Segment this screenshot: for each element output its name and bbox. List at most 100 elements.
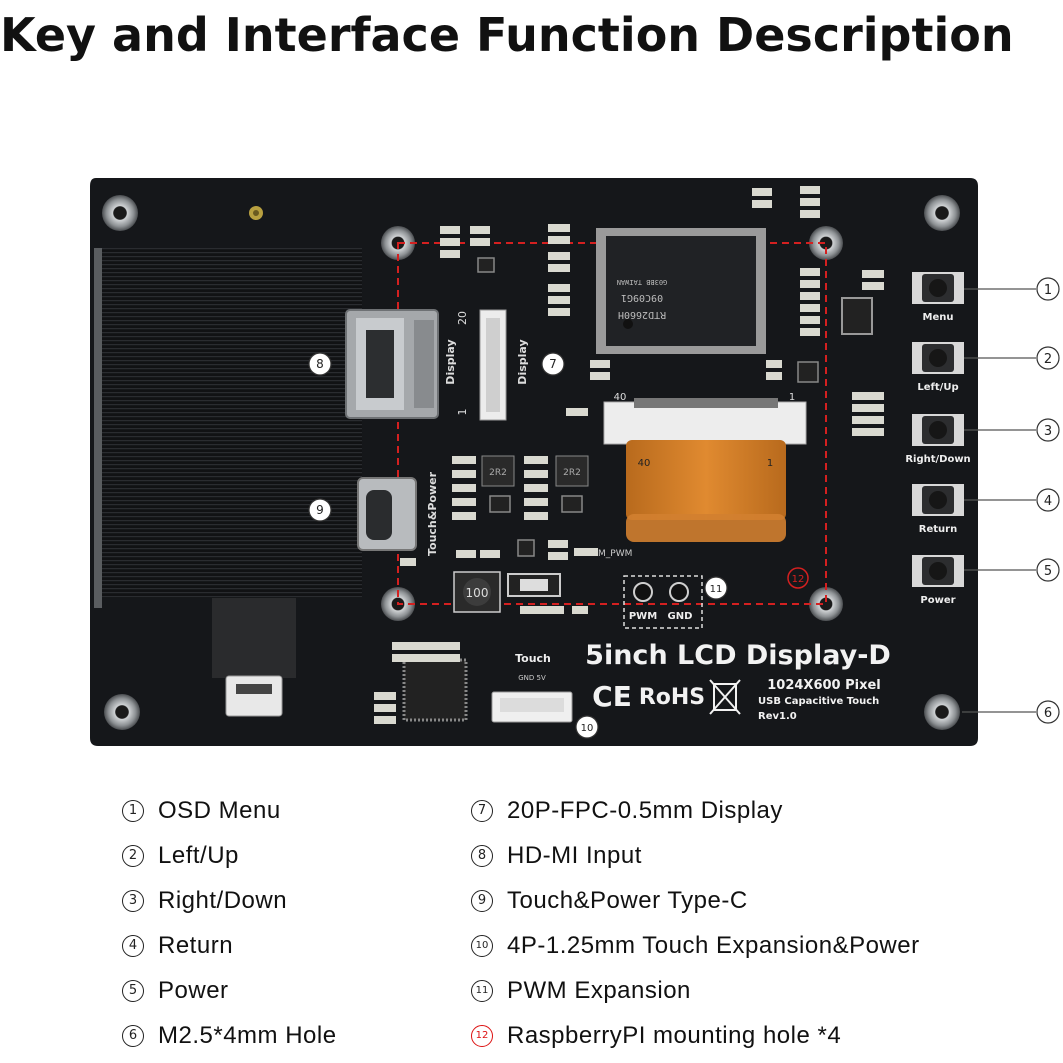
legend-text-4: Return <box>158 932 234 959</box>
legend-text-5: Power <box>158 977 229 1004</box>
legend-num-1: 1 <box>122 800 144 822</box>
legend-num-4: 4 <box>122 935 144 957</box>
legend-item-12: 12 RaspberryPI mounting hole *4 <box>471 1022 841 1050</box>
fpc-pin-20: 20 <box>456 311 469 325</box>
legend-item-6: 6 M2.5*4mm Hole <box>122 1022 337 1050</box>
board-callouts: 8 7 9 11 10 12 <box>308 352 809 739</box>
rohs-mark: RoHS <box>639 685 705 710</box>
legend-num-8: 8 <box>471 845 493 867</box>
button-label-power: Power <box>920 595 955 606</box>
callout-3: 3 <box>1044 424 1052 439</box>
typec-connector: Touch&Power <box>357 471 439 556</box>
callout-lines <box>962 288 1036 713</box>
callout-10: 10 <box>581 723 594 734</box>
button-return: Return <box>912 484 964 535</box>
touch-connector: Touch GND 5V <box>491 652 573 723</box>
resolution-text: 1024X600 Pixel <box>767 678 881 693</box>
touch-label: Touch <box>515 652 551 665</box>
hole-bottom-left <box>104 694 140 730</box>
corner-holes <box>102 195 960 730</box>
legend-item-4: 4 Return <box>122 932 233 960</box>
rpi-mount-outline <box>397 242 827 605</box>
fpc-label: Display <box>516 339 529 384</box>
legend-text-10: 4P-1.25mm Touch Expansion&Power <box>507 932 920 959</box>
legend-num-9: 9 <box>471 890 493 912</box>
legend-text-1: OSD Menu <box>158 797 281 824</box>
legend-num-11: 11 <box>471 980 493 1002</box>
ribbon-label-right: 1 <box>767 458 773 469</box>
button-power: Power <box>912 555 964 606</box>
ce-mark: CE <box>592 680 632 713</box>
ribbon-label-left: 40 <box>638 458 651 469</box>
page-title: Key and Interface Function Description <box>0 8 1014 62</box>
legend-num-5: 5 <box>122 980 144 1002</box>
legend-text-11: PWM Expansion <box>507 977 691 1004</box>
callout-6: 6 <box>1044 706 1052 721</box>
legend-item-7: 7 20P-FPC-0.5mm Display <box>471 797 783 825</box>
callout-11: 11 <box>710 584 723 595</box>
touch-type-text: USB Capacitive Touch <box>758 696 879 707</box>
board-diagram: RTD2660H 09C09G1 G03BB TAIWAN <box>90 178 1060 746</box>
pwm-label: PWM <box>629 611 657 622</box>
gnd-label: GND <box>668 611 693 622</box>
hole-top-left <box>102 195 138 231</box>
button-label-menu: Menu <box>923 312 954 323</box>
hdmi-label: Display <box>444 339 457 384</box>
callout-1: 1 <box>1044 283 1052 298</box>
button-left-up: Left/Up <box>912 342 964 393</box>
fpc-pin-1: 1 <box>456 409 469 416</box>
legend-num-3: 3 <box>122 890 144 912</box>
callout-5: 5 <box>1044 564 1052 579</box>
product-silkscreen: 5inch LCD Display-D CE RoHS 1024X600 Pix… <box>585 640 891 722</box>
legend-item-11: 11 PWM Expansion <box>471 977 691 1005</box>
legend-item-1: 1 OSD Menu <box>122 797 281 825</box>
inductor-label-main: 100 <box>466 586 489 600</box>
main-chip <box>606 236 756 346</box>
legend-text-9: Touch&Power Type-C <box>507 887 748 914</box>
inductor-label-1: 2R2 <box>489 468 507 478</box>
chip-text-1: RTD2660H <box>618 309 666 320</box>
legend-item-3: 3 Right/Down <box>122 887 287 915</box>
pwm-pads: PWM GND <box>623 575 703 629</box>
callout-2: 2 <box>1044 352 1052 367</box>
callout-9: 9 <box>316 503 324 517</box>
mpwm-label: M_PWM <box>598 549 632 559</box>
callout-7: 7 <box>549 357 557 371</box>
inductor-label-2: 2R2 <box>563 468 581 478</box>
callout-8: 8 <box>316 357 324 371</box>
legend-num-6: 6 <box>122 1025 144 1047</box>
legend-text-6: M2.5*4mm Hole <box>158 1022 337 1049</box>
legend-text-2: Left/Up <box>158 842 239 869</box>
button-right-down: Right/Down <box>905 414 971 465</box>
legend-text-7: 20P-FPC-0.5mm Display <box>507 797 783 824</box>
button-menu: Menu <box>912 272 964 323</box>
heatsink <box>100 248 362 598</box>
legend-item-9: 9 Touch&Power Type-C <box>471 887 748 915</box>
chip-text-3: G03BB TAIWAN <box>617 278 668 286</box>
hdmi-connector: Display <box>345 309 457 419</box>
legend-item-5: 5 Power <box>122 977 229 1005</box>
callout-4: 4 <box>1044 494 1052 509</box>
revision-text: Rev1.0 <box>758 711 797 722</box>
legend-num-12: 12 <box>471 1025 493 1047</box>
typec-label: Touch&Power <box>426 471 439 556</box>
smd-components <box>374 186 884 724</box>
weee-bin-icon <box>709 679 741 715</box>
legend-num-2: 2 <box>122 845 144 867</box>
chip-text-2: 09C09G1 <box>621 292 663 303</box>
legend-text-8: HD-MI Input <box>507 842 642 869</box>
legend-item-10: 10 4P-1.25mm Touch Expansion&Power <box>471 932 920 960</box>
legend-item-2: 2 Left/Up <box>122 842 239 870</box>
product-name: 5inch LCD Display-D <box>585 640 891 671</box>
hole-bottom-right <box>924 694 960 730</box>
ribbon-top-left: 40 <box>614 392 627 403</box>
legend-num-7: 7 <box>471 800 493 822</box>
callout-12: 12 <box>792 574 805 585</box>
lcd-ribbon: 40 1 40 1 <box>603 392 807 542</box>
button-label-return: Return <box>919 524 957 535</box>
tact-buttons: Menu Left/Up Right/Down Return Power <box>905 272 971 606</box>
right-callouts: 1 2 3 4 5 6 <box>1036 277 1060 724</box>
ribbon-top-right: 1 <box>789 392 795 403</box>
touch-pins-label: GND 5V <box>518 674 546 682</box>
fpc-connector: 20 1 Display <box>456 309 529 421</box>
